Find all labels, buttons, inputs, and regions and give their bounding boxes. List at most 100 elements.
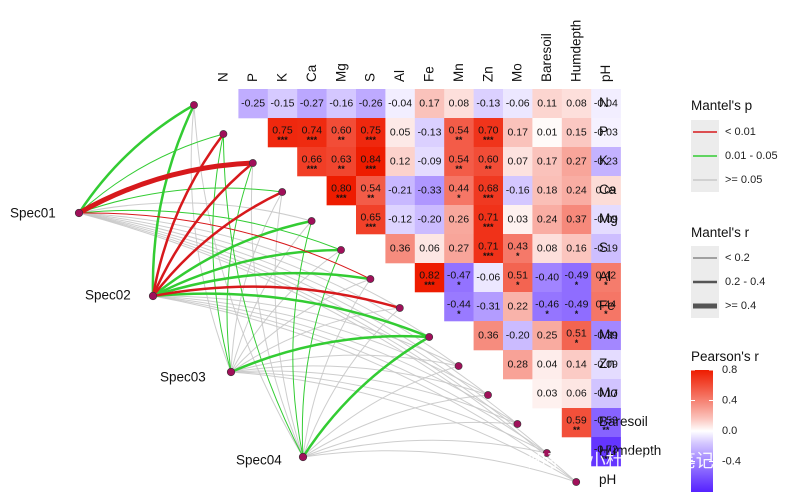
cell-value: -0.40 [535, 271, 559, 283]
heatmap-cell [503, 263, 533, 293]
variable-node [395, 304, 404, 312]
cell-significance: * [575, 309, 579, 319]
cell-value: -0.03 [594, 126, 618, 138]
row-label: Fe [599, 298, 615, 313]
cell-value: -0.26 [359, 97, 383, 109]
cell-value: -0.20 [506, 329, 530, 341]
cell-significance: *** [601, 454, 612, 464]
cell-value: -0.33 [418, 184, 442, 196]
cell-value: -0.47 [447, 269, 471, 281]
cell-value: 0.74 [302, 124, 323, 136]
mantel-link [152, 295, 577, 483]
heatmap-cell [444, 292, 474, 322]
cell-significance: *** [424, 280, 435, 290]
cell-value: 0.06 [419, 242, 440, 254]
cell-value: 0.24 [537, 213, 558, 225]
heatmap-cell [414, 234, 445, 264]
heatmap-cell [503, 205, 533, 235]
cell-significance: *** [336, 193, 347, 203]
legend-mantel-r-label: >= 0.4 [725, 300, 756, 312]
cell-value: -0.04 [594, 97, 618, 109]
mantel-link [78, 209, 342, 251]
variable-node [454, 362, 463, 370]
cell-value: 0.17 [507, 126, 528, 138]
cell-value: -0.04 [388, 97, 412, 109]
heatmap-cell [591, 118, 621, 148]
heatmap-cell [414, 118, 445, 148]
cell-value: 0.54 [360, 182, 381, 194]
variable-node [278, 188, 287, 196]
cell-value: 0.54 [449, 124, 470, 136]
cell-value: 0.66 [302, 153, 323, 165]
cell-value: 0.11 [537, 97, 557, 109]
cell-value: 0.17 [537, 155, 558, 167]
heatmap-cell [326, 118, 357, 148]
link-nodes [74, 101, 581, 486]
cell-value: -0.46 [535, 298, 559, 310]
cell-significance: *** [483, 251, 494, 261]
cell-significance: *** [277, 135, 288, 145]
cell-value: 0.84 [360, 153, 381, 165]
cell-significance: *** [365, 164, 376, 174]
variable-node [190, 101, 198, 109]
cell-value: -0.72 [594, 443, 618, 455]
cell-value: 0.15 [566, 126, 587, 138]
cell-value: 0.42 [596, 269, 617, 281]
legend-pearson-label: 0.8 [722, 364, 737, 376]
cell-significance: ** [602, 425, 610, 435]
heatmap-cell [356, 118, 386, 148]
mantel-link [222, 133, 304, 458]
legend-pearson-title: Pearson's r [691, 349, 759, 364]
mantel-link [230, 354, 460, 373]
cell-value: 0.82 [419, 269, 440, 281]
heatmap-cell [532, 350, 563, 380]
heatmap-cell [532, 89, 563, 119]
mantel-link [76, 160, 256, 216]
cell-value: 0.43 [507, 240, 528, 252]
legend-pearson-label: 0.4 [722, 394, 737, 406]
heatmap-cell [503, 118, 533, 148]
heatmap-cell [561, 321, 592, 351]
heatmap-cell [473, 147, 504, 177]
row-label: Baresoil [599, 414, 648, 429]
heatmap-cell [591, 292, 621, 322]
cell-significance: * [545, 309, 549, 319]
cell-significance: ** [455, 164, 463, 174]
cell-value: -0.21 [388, 184, 412, 196]
heatmap-cell [444, 205, 474, 235]
mantel-link [151, 190, 284, 298]
heatmap-cell [473, 205, 504, 235]
mantel-link [230, 191, 283, 373]
heatmap-cell [591, 350, 621, 380]
mantel-link [78, 212, 489, 396]
variable-node [219, 130, 228, 138]
heatmap-cell [561, 408, 592, 438]
heatmap-cell [356, 176, 386, 206]
heatmap-cell [267, 118, 298, 148]
legend-mantel-p-label: < 0.01 [725, 126, 756, 138]
cell-significance: ** [455, 135, 463, 145]
heatmap-cell [238, 89, 269, 119]
row-label: Mo [599, 385, 618, 400]
row-label: P [599, 124, 608, 139]
cell-value: 0.60 [331, 124, 352, 136]
cell-value: 0.75 [360, 124, 381, 136]
cell-value: 0.01 [537, 126, 558, 138]
heatmap-cell [385, 176, 416, 206]
cell-value: 0.70 [478, 124, 499, 136]
cell-value: 0.28 [507, 358, 528, 370]
cell-value: 0.03 [537, 387, 558, 399]
heatmap-cell [591, 263, 621, 293]
cell-value: -0.13 [476, 97, 500, 109]
cell-value: -0.39 [594, 329, 618, 341]
row-label: N [599, 95, 609, 110]
column-label: Fe [422, 66, 437, 82]
row-label: Ca [599, 182, 617, 197]
variable-node [572, 478, 581, 486]
cell-value: 0.12 [390, 155, 411, 167]
legend-mantel-r-label: < 0.2 [725, 252, 750, 264]
mantel-link [151, 103, 196, 298]
heatmap-cell [591, 408, 621, 438]
cell-significance: *** [307, 135, 318, 145]
